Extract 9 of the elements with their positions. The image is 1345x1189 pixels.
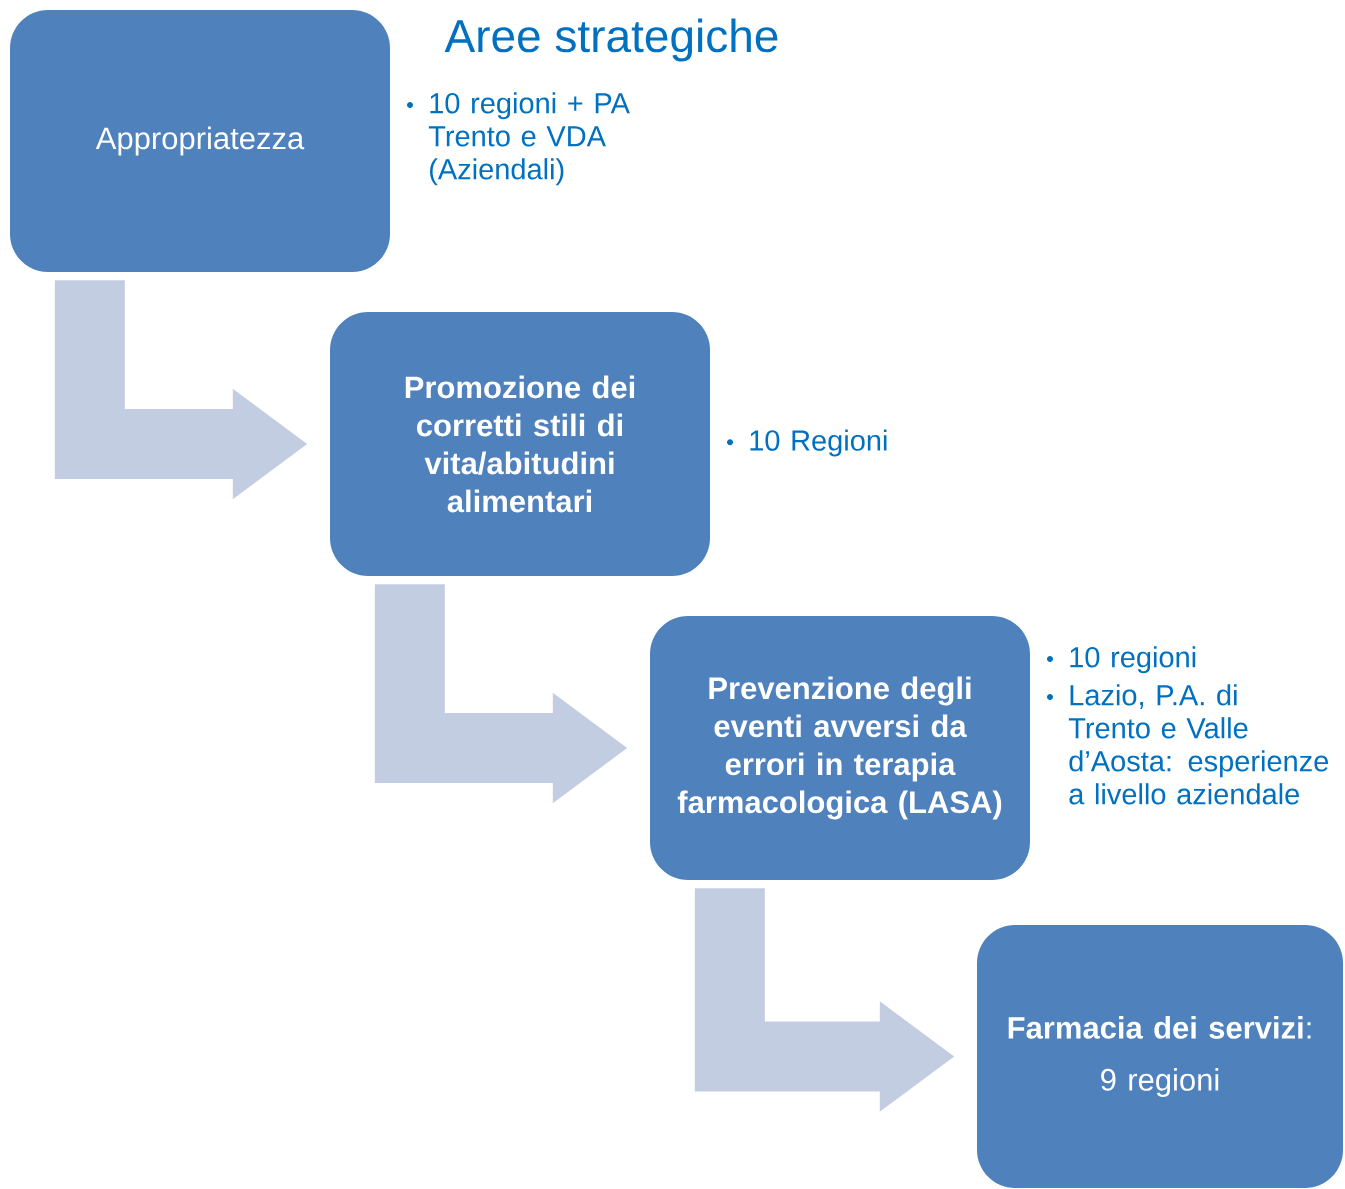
bullet-text: 10 regioni xyxy=(1070,646,1196,674)
process-box: Prevenzione degli eventi avversi da errori in terapia farmacologica (LASA) xyxy=(650,616,1030,880)
title: Aree strategiche xyxy=(444,18,778,62)
process-box: Promozione dei corretti stili di vita/abitudini alimentari xyxy=(330,312,710,576)
bullet-text: 10 Regioni xyxy=(750,429,887,457)
process-box: Appropriatezza xyxy=(10,10,390,272)
bullet-text: Lazio, P.A. di Trento e Valle d’Aosta: esperienze a livello aziendale xyxy=(1068,684,1329,805)
bullet-text: 10 regioni + PA Trento e VDA (Aziendali) xyxy=(428,92,630,186)
process-box: Farmacia dei servizi: 9 regioni xyxy=(977,925,1343,1188)
